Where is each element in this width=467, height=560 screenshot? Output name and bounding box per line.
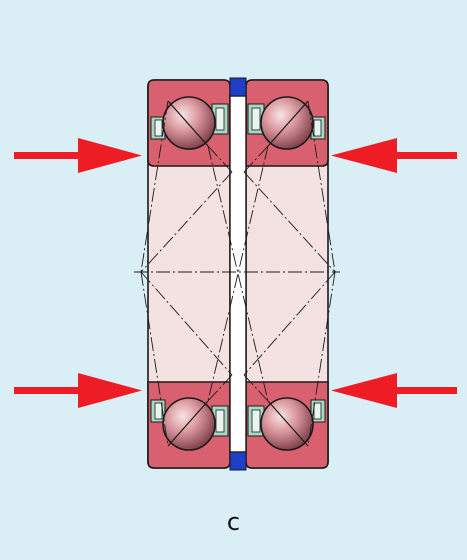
- figure-caption: c: [226, 508, 241, 536]
- arrow-icon: [331, 138, 457, 173]
- right-bearing: [245, 79, 329, 469]
- left-bearing: [147, 79, 231, 469]
- contact-lines: [134, 100, 340, 447]
- top-spacer: [229, 77, 247, 97]
- arrow-icon: [331, 373, 457, 408]
- bottom-spacer: [229, 451, 247, 471]
- arrow-icon: [14, 373, 142, 408]
- arrows: [14, 138, 457, 408]
- center-gap: [229, 95, 247, 453]
- arrow-icon: [14, 138, 142, 173]
